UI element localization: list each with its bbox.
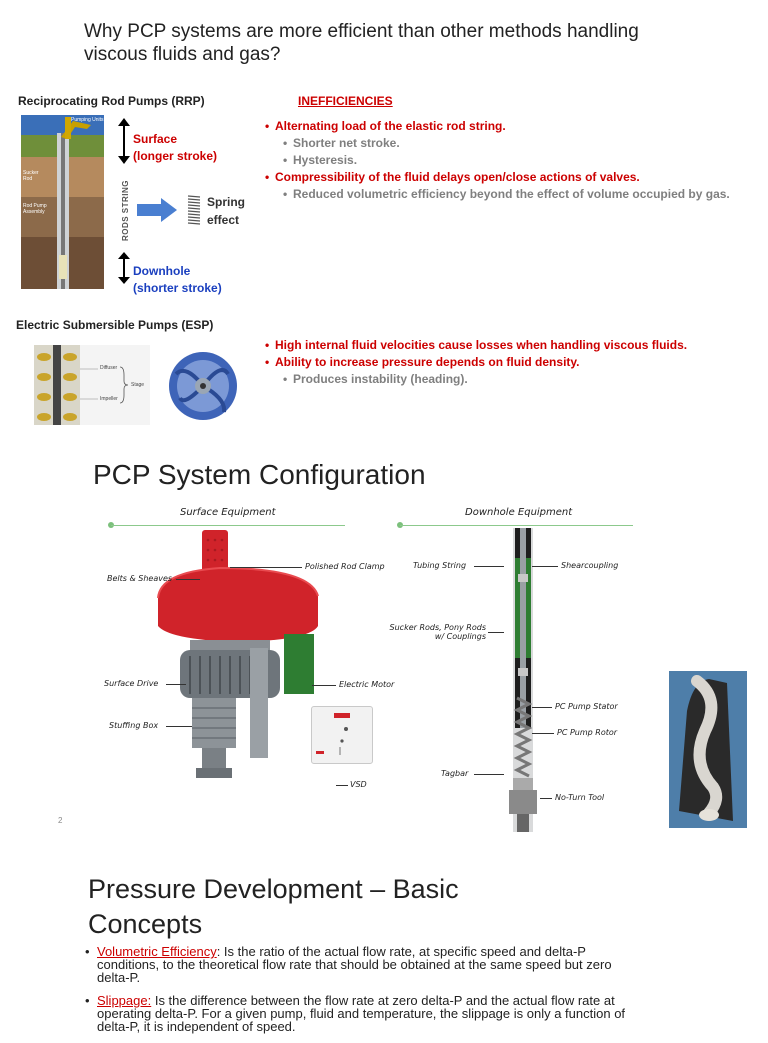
label-sucker-rods: Sucker Rods, Pony Rods: [389, 623, 486, 632]
right-arrow-icon: [137, 198, 177, 227]
term-slippage[interactable]: Slippage:: [97, 993, 152, 1008]
label-electric-motor: Electric Motor: [339, 680, 395, 689]
surface-equipment-header: Surface Equipment: [180, 507, 276, 518]
esp-inefficiency-list: High internal fluid velocities cause los…: [265, 337, 735, 388]
esp-label-impeller: Impeller: [100, 396, 118, 402]
slide-3-title-line2: Concepts: [88, 909, 203, 939]
leader-line: [540, 798, 552, 799]
surface-drive-image: [150, 528, 320, 788]
leader-line: [488, 632, 504, 633]
double-arrow-icon: [117, 118, 131, 169]
label-surface-drive: Surface Drive: [104, 679, 159, 688]
rrp-label-pumping: Pumping Units: [71, 117, 104, 123]
rrp-label-rod: Sucker Rod: [23, 170, 39, 182]
esp-stage-diagram: Diffuser Stage Impeller: [34, 345, 150, 425]
divider: [111, 525, 345, 526]
label-polished-rod-clamp: Polished Rod Clamp: [305, 562, 385, 571]
double-arrow-icon: [117, 252, 131, 289]
leader-line: [230, 567, 302, 568]
esp-heading: Electric Submersible Pumps (ESP): [16, 318, 214, 332]
downhole-label: Downhole: [133, 264, 191, 278]
list-item: Compressibility of the fluid delays open…: [265, 169, 735, 186]
rod-string-label: RODS STRING: [121, 179, 131, 242]
impeller-image: [166, 344, 240, 429]
leader-line: [532, 707, 552, 708]
list-item: Reduced volumetric efficiency beyond the…: [265, 186, 735, 203]
list-item: Produces instability (heading).: [265, 371, 735, 388]
esp-label-stage: Stage: [131, 382, 145, 388]
list-item: Shorter net stroke.: [265, 135, 735, 152]
divider: [400, 525, 633, 526]
rrp-heading: Reciprocating Rod Pumps (RRP): [18, 94, 205, 108]
term-volumetric-efficiency[interactable]: Volumetric Efficiency: [97, 944, 217, 959]
list-item: Slippage: Is the difference between the …: [85, 994, 645, 1033]
leader-line: [532, 733, 554, 734]
label-shearcoupling: Shearcoupling: [561, 561, 619, 570]
rrp-diagram-image: Pumping Units Sucker Rod Rod Pump Assemb…: [21, 115, 104, 289]
slide-1-title: Why PCP systems are more efficient than …: [84, 21, 639, 65]
surface-sublabel: (longer stroke): [133, 149, 218, 163]
label-stuffing-box: Stuffing Box: [109, 721, 159, 730]
page-number: 2: [58, 816, 63, 825]
leader-line: [532, 566, 558, 567]
leader-line: [166, 684, 186, 685]
rrp-inefficiency-list: Alternating load of the elastic rod stri…: [265, 118, 735, 203]
leader-line: [176, 579, 200, 580]
label-pc-pump-stator: PC Pump Stator: [555, 702, 618, 711]
label-tagbar: Tagbar: [441, 769, 469, 778]
label-pc-pump-rotor: PC Pump Rotor: [557, 728, 618, 737]
downhole-sublabel: (shorter stroke): [133, 281, 222, 295]
leader-line: [166, 726, 192, 727]
leader-line: [474, 774, 504, 775]
downhole-string-image: [505, 528, 541, 837]
label-no-turn-tool: No-Turn Tool: [555, 793, 605, 802]
inefficiencies-heading: INEFFICIENCIES: [298, 94, 393, 108]
esp-label-diffuser: Diffuser: [100, 365, 118, 371]
leader-line: [474, 566, 504, 567]
spring-effect-label: Spring effect: [207, 195, 245, 227]
rotor-stator-photo: [669, 671, 747, 828]
list-item: Volumetric Efficiency: Is the ratio of t…: [85, 945, 645, 984]
vsd-image: [311, 706, 373, 764]
downhole-equipment-header: Downhole Equipment: [465, 507, 573, 518]
label-couplings: w/ Couplings: [434, 632, 486, 641]
list-item: Hysteresis.: [265, 152, 735, 169]
leader-line: [312, 685, 336, 686]
leader-line: [336, 785, 348, 786]
label-vsd: VSD: [350, 780, 367, 789]
slide-2-title: PCP System Configuration: [93, 459, 426, 490]
surface-label: Surface: [133, 132, 178, 146]
list-item: High internal fluid velocities cause los…: [265, 337, 735, 354]
rrp-label-assembly: Rod Pump Assembly: [23, 203, 47, 215]
list-item: Ability to increase pressure depends on …: [265, 354, 735, 371]
label-belts-sheaves: Belts & Sheaves: [107, 574, 173, 583]
label-tubing-string: Tubing String: [413, 561, 467, 570]
spring-icon: [186, 194, 202, 233]
slide-3-title-line1: Pressure Development – Basic: [88, 874, 459, 904]
list-item: Alternating load of the elastic rod stri…: [265, 118, 735, 135]
